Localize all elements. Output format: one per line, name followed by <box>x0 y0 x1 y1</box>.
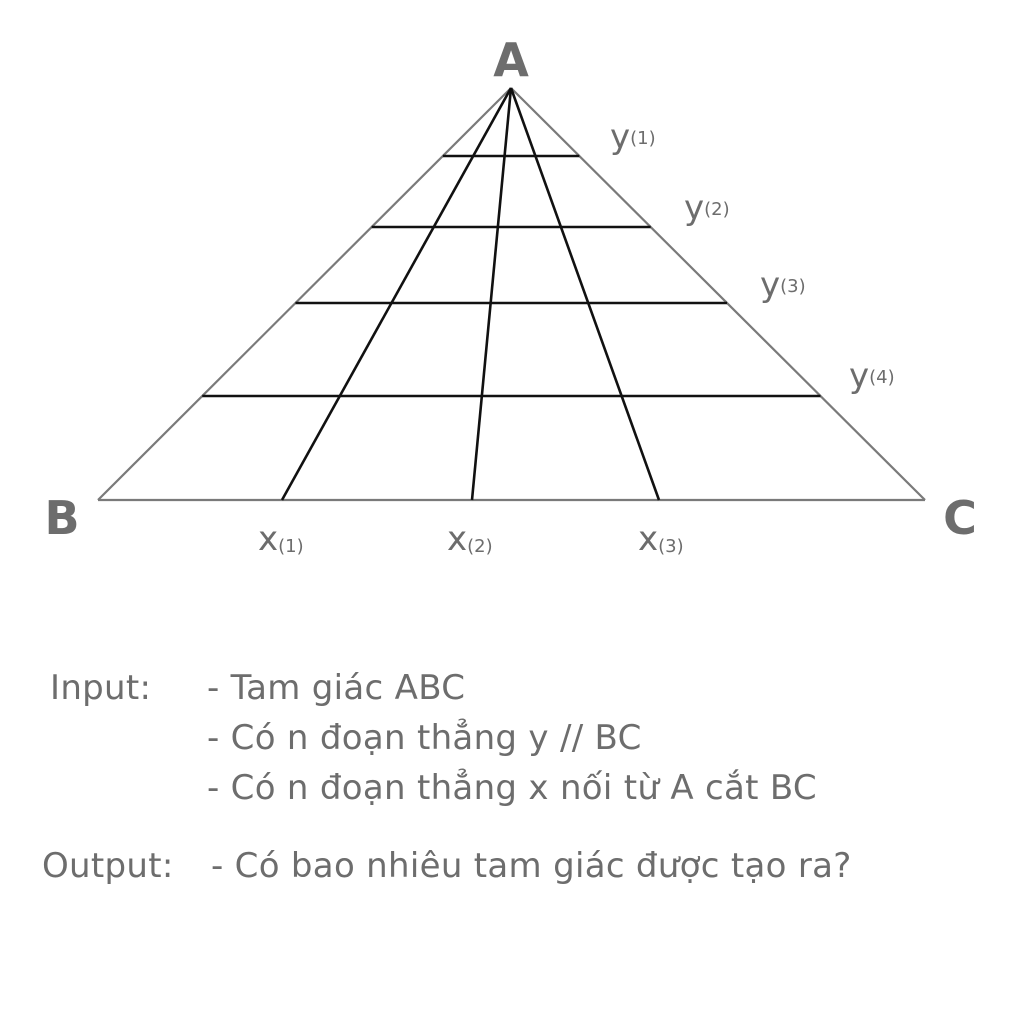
output-line: - Có bao nhiêu tam giác được tạo ra? <box>211 846 852 886</box>
y-label-3: y(3) <box>760 265 806 305</box>
x-label-1: x(1) <box>258 519 304 559</box>
x-segment-1 <box>280 87 513 501</box>
side-ab <box>97 87 512 501</box>
input-line-1: - Tam giác ABC <box>207 668 466 708</box>
triangle-diagram: A B Cx(1) x(2) x(3) y(1) y(2) y(3) y(4) <box>44 33 977 559</box>
x-label-2: x(2) <box>447 519 493 559</box>
vertex-label-b: B <box>44 491 79 545</box>
x-segment-3 <box>509 87 661 501</box>
input-line-2: - Có n đoạn thẳng y // BC <box>207 718 642 758</box>
y-label-4: y(4) <box>849 356 895 396</box>
x-segment-2 <box>470 87 513 501</box>
y-label-2: y(2) <box>684 188 730 228</box>
input-label: Input: <box>50 668 152 708</box>
x-label-3: x(3) <box>638 519 684 559</box>
vertex-label-c: C <box>943 491 977 545</box>
y-label-1: y(1) <box>610 117 656 157</box>
side-ac <box>510 87 926 501</box>
vertex-label-a: A <box>493 33 529 87</box>
input-line-3: - Có n đoạn thẳng x nối từ A cắt BC <box>207 768 817 808</box>
output-label: Output: <box>42 846 174 886</box>
